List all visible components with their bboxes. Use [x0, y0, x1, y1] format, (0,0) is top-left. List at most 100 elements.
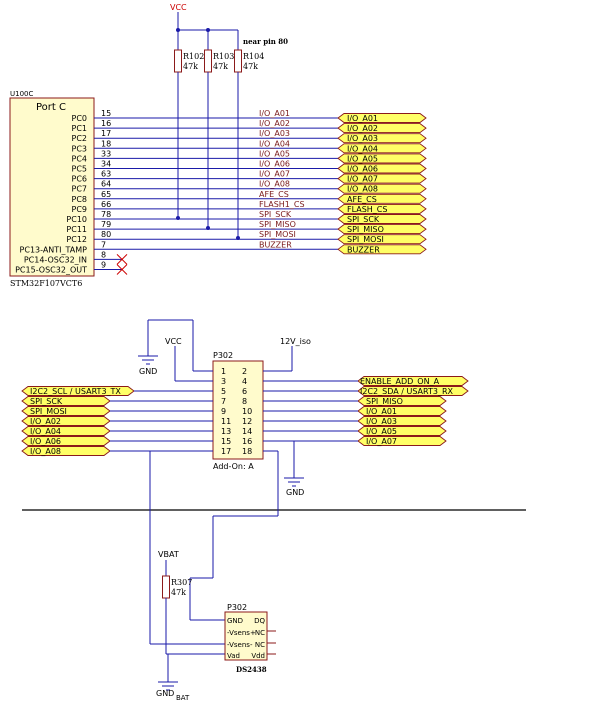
header-left-port-label: I/O_A06	[30, 437, 61, 446]
header-pin-even: 18	[242, 447, 252, 456]
mcu-pin-number: 9	[101, 261, 106, 270]
mcu-net-port	[337, 193, 427, 204]
mcu-pin-name: PC10	[66, 215, 87, 224]
header-pin-even: 4	[242, 377, 247, 386]
vcc-header-label: VCC	[165, 337, 182, 346]
r103-ref: R103	[213, 52, 234, 61]
gnd-bat-sub: BAT	[176, 694, 190, 702]
mcu-net-port	[337, 113, 427, 123]
header-left-port-label: SPI_MOSI	[30, 407, 67, 416]
mcu-u100c: U100C Port C STM32F107VCT6	[9, 90, 95, 288]
mcu-net-port-label: I/O_A03	[347, 134, 378, 143]
mcu-pin-number: 33	[101, 149, 111, 158]
header-pin-odd: 15	[221, 437, 231, 446]
header-pin-odd: 7	[221, 397, 226, 406]
header-pin-odd: 13	[221, 427, 231, 436]
ds-pin-left: Vad	[227, 652, 240, 660]
header-right-port-label: I/O_A05	[366, 427, 397, 436]
mcu-pin-name: PC0	[72, 114, 88, 123]
mcu-pin-name: PC1	[72, 124, 88, 133]
mcu-net-port	[337, 173, 427, 184]
header-right-port-label: I/O_A07	[366, 437, 397, 446]
header-pin-even: 12	[242, 417, 252, 426]
resistor-r103	[204, 49, 212, 73]
header-right-port	[357, 426, 447, 436]
r104-ref: R104	[243, 52, 264, 61]
mcu-pin-number: 18	[101, 139, 111, 148]
header-right-port	[357, 416, 447, 426]
mcu-net-port-label: I/O_A05	[347, 154, 378, 163]
vcc-top-label: VCC	[170, 3, 187, 12]
header-power-wiring: GND VCC 12V_iso GND	[138, 319, 311, 497]
header-p302: P302 Add-On: A	[212, 351, 264, 471]
mcu-net-label: I/O_A04	[259, 139, 290, 148]
mcu-net-port-label: I/O_A04	[347, 144, 378, 153]
mcu-net-label: I/O_A02	[259, 119, 290, 128]
ds-pin-left: GND	[227, 617, 243, 625]
mcu-pin-name: PC3	[72, 144, 88, 153]
mcu-net-label: BUZZER	[259, 240, 292, 249]
mcu-pin-name: PC8	[72, 195, 88, 204]
mcu-pin-name: PC6	[72, 175, 88, 184]
mcu-net-label: SPI_SCK	[259, 210, 292, 219]
ds-pin-right: DQ	[254, 617, 265, 625]
mcu-net-port	[337, 234, 427, 245]
mcu-pin-number: 66	[101, 200, 111, 209]
mcu-net-port	[337, 133, 427, 144]
mcu-pin-number: 8	[101, 250, 106, 259]
header-pin-even: 2	[242, 367, 247, 376]
r307-ref: R307	[171, 578, 192, 587]
ds-pin-right: NC	[255, 641, 265, 649]
mcu-net-label: AFE_CS	[259, 190, 289, 199]
mcu-pin-number: 17	[101, 129, 111, 138]
header-pin-even: 8	[242, 397, 247, 406]
mcu-pin-name: PC4	[72, 154, 88, 163]
mcu-net-port	[337, 214, 427, 224]
header-pin-even: 10	[242, 407, 252, 416]
mcu-net-port	[337, 143, 427, 154]
header-right-port-label: SPI_MISO	[366, 397, 403, 406]
header-right-port	[357, 436, 447, 446]
mcu-pin-row: PC14-OSC32_IN8	[24, 250, 128, 265]
mcu-net-port	[337, 163, 427, 174]
mcu-pin-name: PC5	[72, 165, 88, 174]
mcu-net-port	[337, 224, 427, 235]
ds2438-section: VBAT R307 47k P302 DS2438 GND BAT	[149, 450, 279, 702]
mcu-pin-name: PC7	[72, 185, 88, 194]
mcu-net-label: SPI_MISO	[259, 220, 296, 229]
header-left-port-label: SPI_SCK	[30, 397, 63, 406]
mcu-pin-number: 64	[101, 180, 111, 189]
mcu-net-label: I/O_A01	[259, 109, 290, 118]
ds-pin-right: Vdd	[251, 652, 265, 660]
near-pin-note: near pin 80	[243, 37, 288, 46]
gnd-left-label: GND	[139, 367, 157, 376]
mcu-net-label: SPI_MOSI	[259, 230, 296, 239]
header-right-port	[357, 386, 469, 396]
mcu-pin-number: 78	[101, 210, 111, 219]
mcu-pin-name: PC12	[66, 235, 87, 244]
mcu-pin-number: 16	[101, 119, 111, 128]
mcu-pin-name: PC13-ANTI_TAMP	[20, 245, 88, 254]
mcu-net-port-label: BUZZER	[347, 245, 380, 254]
header-left-port-label: I2C2_SCL / USART3_TX	[30, 387, 121, 396]
mcu-pin-number: 65	[101, 190, 111, 199]
header-body	[212, 360, 264, 460]
